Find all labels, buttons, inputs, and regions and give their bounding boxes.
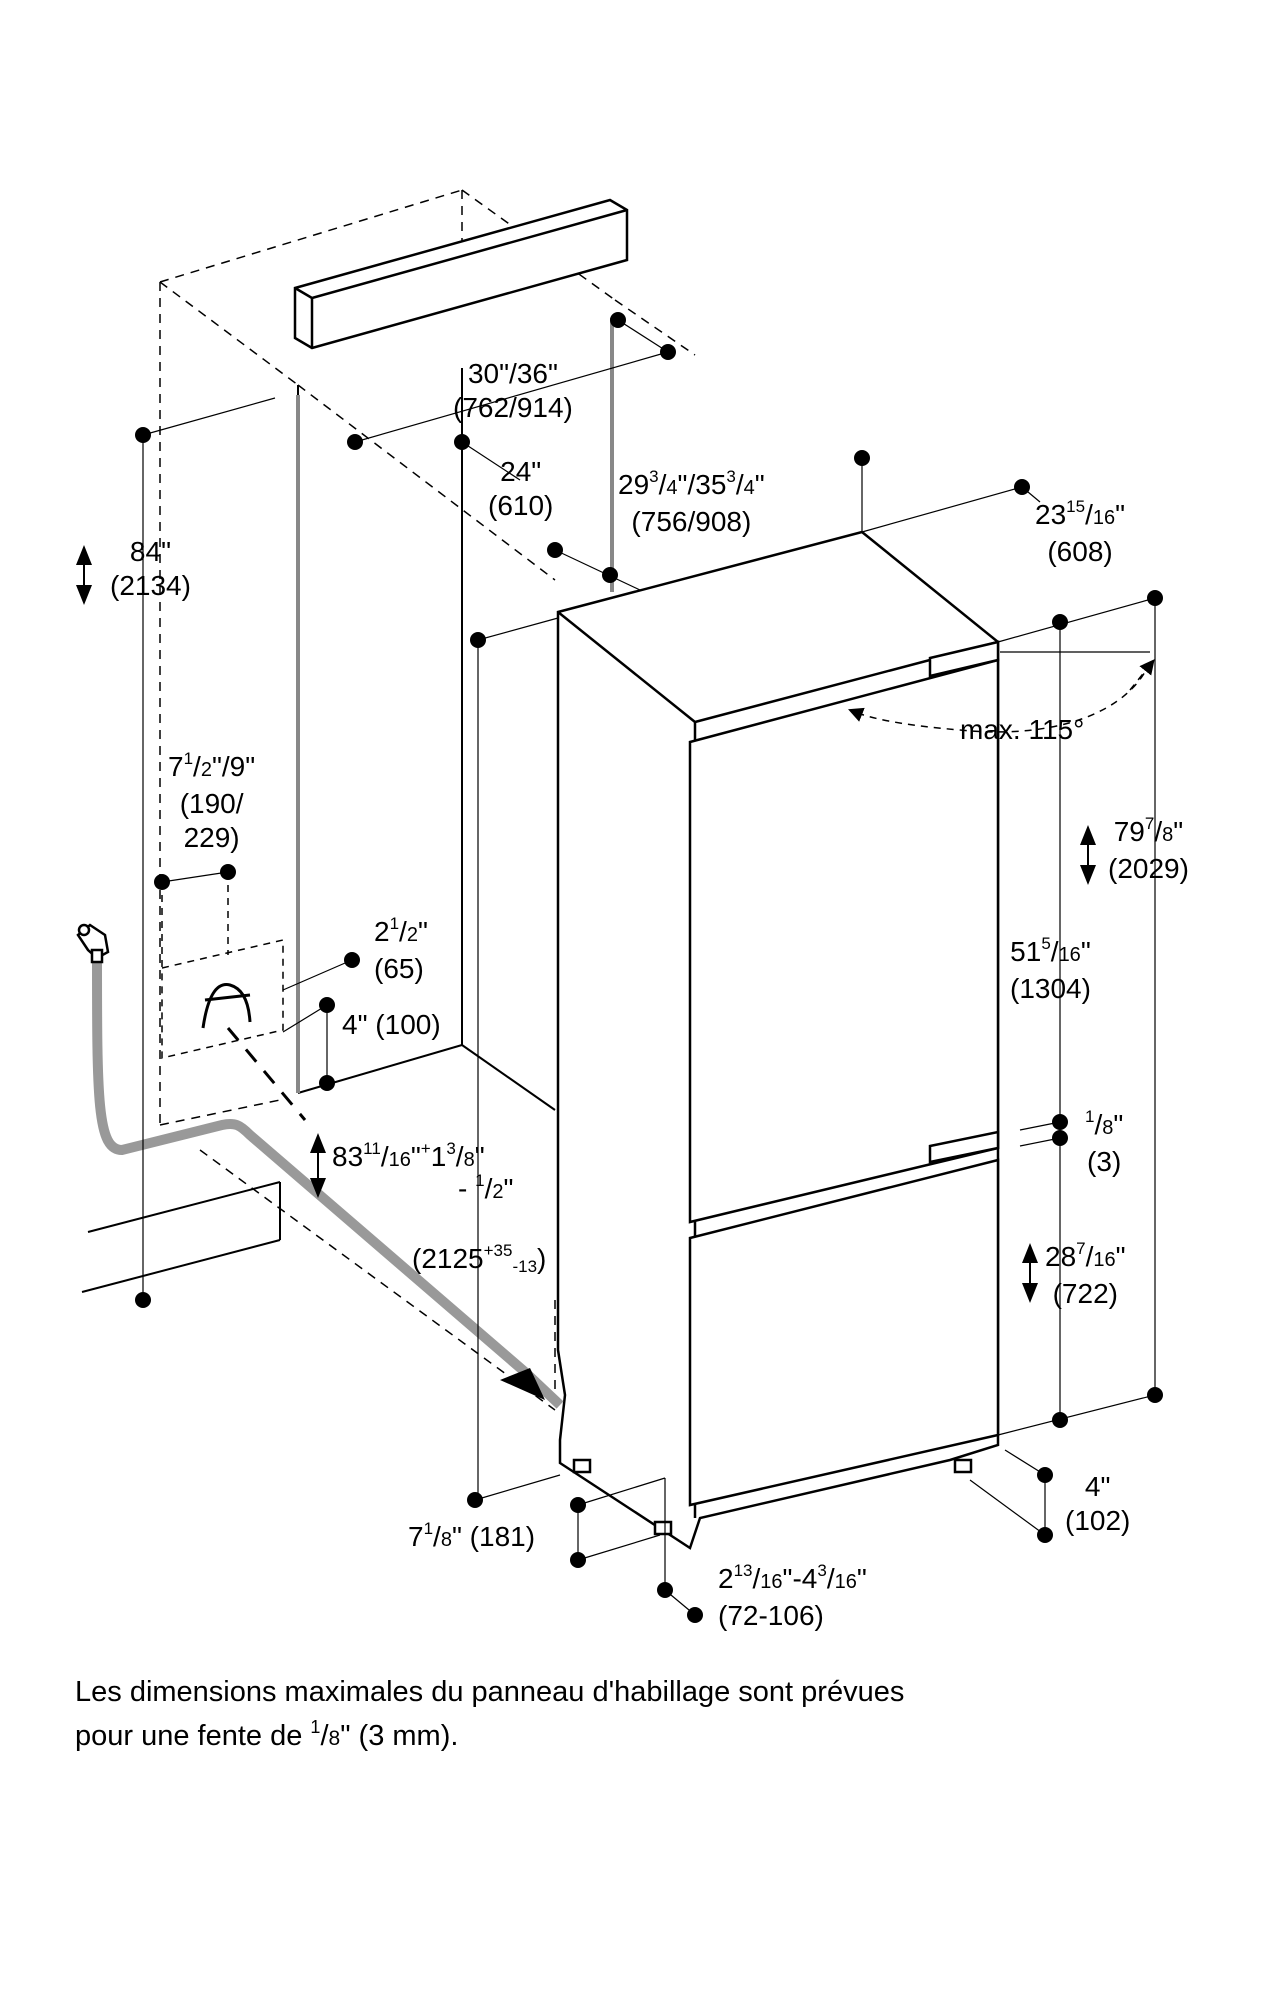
vertical-arrows — [76, 545, 1096, 1303]
label-water-height: 71/2"/9" (190/ 229) — [168, 749, 256, 853]
dimension-dot — [1052, 1114, 1068, 1130]
dimension-dot — [135, 427, 151, 443]
dimension-dot — [1147, 590, 1163, 606]
dimension-dot — [135, 1292, 151, 1308]
label-niche-width: 30"/36" (762/914) — [453, 358, 573, 423]
dimension-dot — [854, 450, 870, 466]
label-plinth-front: 4" (102) — [1065, 1471, 1131, 1536]
dimension-dot — [1052, 1130, 1068, 1146]
dimension-dot — [220, 864, 236, 880]
water-connection-zone — [161, 872, 307, 1121]
top-panel — [293, 198, 629, 350]
panel-note: Les dimensions maximales du panneau d'ha… — [75, 1670, 904, 1761]
label-door-width: 293/4"/353/4" (756/908) — [618, 467, 765, 537]
refrigerator — [556, 530, 1000, 1550]
dimension-dot — [154, 874, 170, 890]
dimension-dot — [687, 1607, 703, 1623]
label-niche-height-mm: (2125+35-13) — [412, 1241, 547, 1276]
niche-outline — [159, 189, 696, 1411]
water-tap-icon — [76, 923, 110, 964]
panel-supports — [296, 318, 614, 1093]
label-water-offset: 21/2" (65) — [374, 914, 428, 984]
label-plinth-depth: 71/8" (181) — [408, 1519, 536, 1552]
label-height-total: 84" (2134) — [110, 536, 191, 601]
dimension-dot — [319, 1075, 335, 1091]
dimension-dot — [1014, 479, 1030, 495]
dimension-dot — [570, 1552, 586, 1568]
label-gap: 1/8" (3) — [1085, 1107, 1124, 1177]
dimension-dot — [347, 434, 363, 450]
dimension-dot — [602, 567, 618, 583]
dimension-dot — [454, 434, 470, 450]
water-valve-icon — [201, 983, 252, 1029]
dimension-dot — [470, 632, 486, 648]
dimension-dot — [547, 542, 563, 558]
label-water-low: 4" (100) — [342, 1009, 441, 1040]
dimension-dot — [1052, 1412, 1068, 1428]
label-niche-height: 8311/16"+13/8" — [332, 1139, 485, 1172]
label-door-angle: max. 115° — [960, 714, 1085, 745]
dimension-dot — [657, 1582, 673, 1598]
label-appliance-height: 797/8" (2029) — [1108, 814, 1189, 884]
water-hose — [92, 945, 564, 1409]
label-niche-height-minus: - 1/2" — [458, 1171, 514, 1204]
dimension-dot — [610, 312, 626, 328]
floor — [81, 1181, 281, 1293]
dimension-dot — [1037, 1527, 1053, 1543]
note-line-2: pour une fente de 1/8" (3 mm). — [75, 1717, 459, 1752]
label-upper-door: 515/16" (1304) — [1010, 934, 1091, 1004]
label-lower-door: 287/16" (722) — [1045, 1239, 1126, 1309]
label-appliance-depth: 2315/16" (608) — [1035, 497, 1126, 567]
note-line-1: Les dimensions maximales du panneau d'ha… — [75, 1676, 905, 1708]
label-niche-depth: 24" (610) — [488, 456, 554, 521]
door-swing-arc — [848, 659, 1155, 733]
dimension-dot — [1037, 1467, 1053, 1483]
dimension-dots — [135, 312, 1163, 1623]
dimension-dot — [570, 1497, 586, 1513]
dimension-dot — [467, 1492, 483, 1508]
dimension-dot — [1147, 1387, 1163, 1403]
dimension-dot — [319, 997, 335, 1013]
dimension-dot — [660, 344, 676, 360]
dimension-lines — [142, 319, 1156, 1616]
dimension-dot — [344, 952, 360, 968]
dimension-dot — [1052, 614, 1068, 630]
label-plinth-height: 213/16"-43/16" (72-106) — [718, 1561, 867, 1631]
